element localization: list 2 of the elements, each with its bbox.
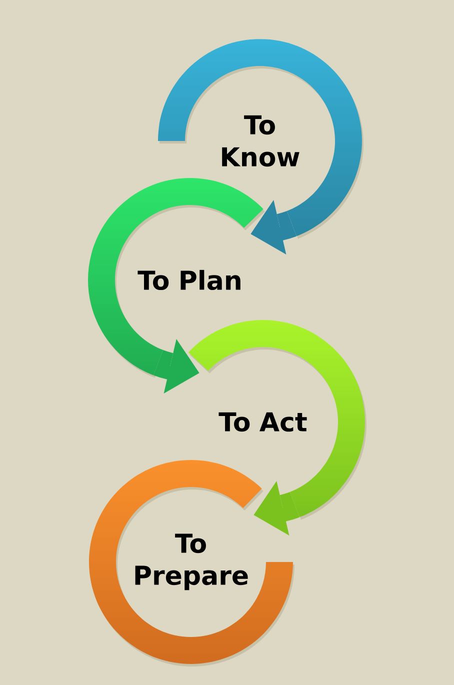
arrowhead xyxy=(254,480,300,536)
arrowhead xyxy=(154,338,200,394)
